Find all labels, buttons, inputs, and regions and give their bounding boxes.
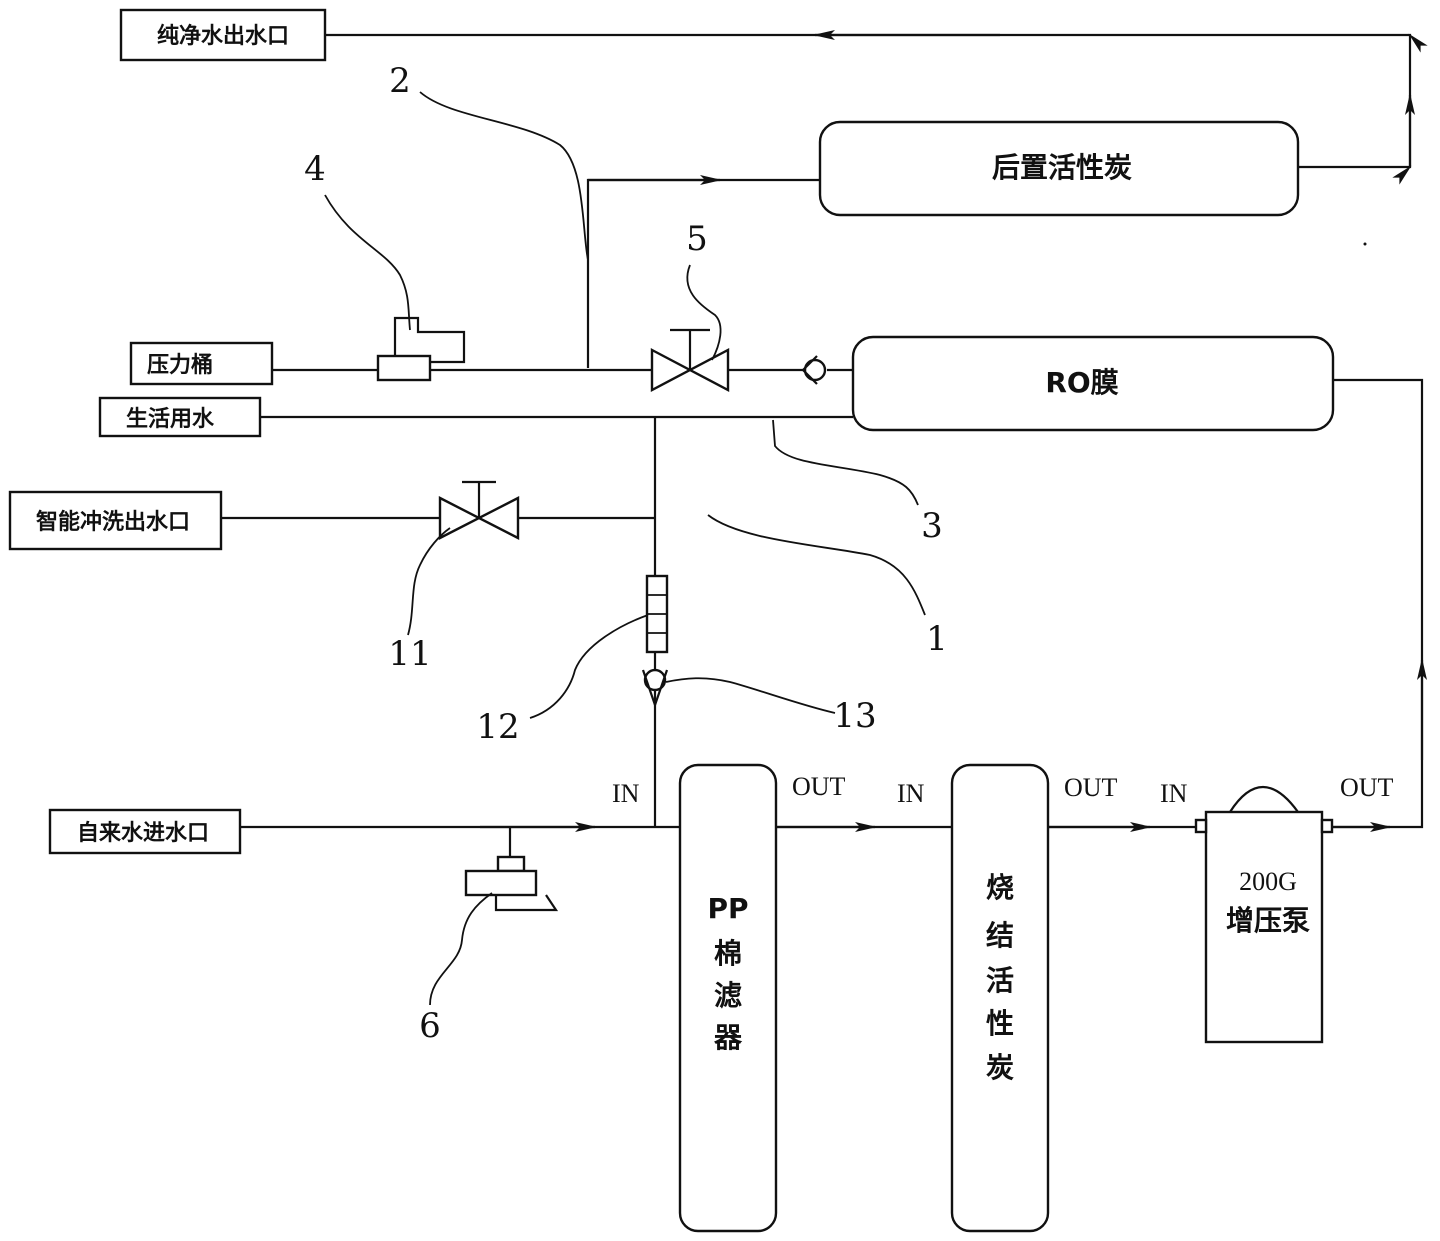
- domestic-water-box: 生活用水: [98, 396, 262, 438]
- pp-filter-char-3: 滤: [714, 979, 742, 1012]
- pp-out-label: OUT: [792, 772, 846, 801]
- valve-5: [650, 328, 730, 392]
- carbon-in-label: IN: [897, 779, 925, 808]
- valve-11: [438, 480, 520, 540]
- sintered-carbon-char-5: 炭: [986, 1051, 1014, 1084]
- pressure-tank-box: 压力桶: [129, 341, 274, 386]
- callout-11: 11: [388, 634, 431, 674]
- inlet-valve-6: [464, 827, 559, 912]
- post-activated-carbon: 后置活性炭: [818, 120, 1300, 217]
- pump-name-label: 增压泵: [1226, 904, 1310, 937]
- post-carbon-label: 后置活性炭: [992, 151, 1132, 184]
- callout-2: 2: [389, 61, 411, 101]
- sintered-carbon-char-2: 结: [986, 919, 1014, 952]
- sintered-activated-carbon: 烧 结 活 性 炭: [950, 763, 1050, 1233]
- pp-filter-char-1: PP: [707, 892, 748, 925]
- callout-12: 12: [476, 707, 519, 747]
- port-labels: IN OUT IN OUT IN OUT: [612, 772, 1394, 808]
- smart-flush-outlet-box: 智能冲洗出水口: [8, 490, 223, 551]
- ro-membrane: RO膜: [851, 335, 1335, 432]
- stray-dot: [1363, 242, 1367, 246]
- pump-in-label: IN: [1160, 779, 1188, 808]
- domestic-water-label: 生活用水: [126, 407, 215, 432]
- callout-5: 5: [686, 219, 708, 259]
- pressure-switch-4: [376, 316, 466, 382]
- sintered-carbon-char-4: 性: [986, 1007, 1014, 1040]
- smart-flush-outlet-label: 智能冲洗出水口: [36, 509, 190, 535]
- pp-filter-char-2: 棉: [714, 937, 742, 970]
- booster-pump: 200G 增压泵: [1194, 786, 1334, 1044]
- callout-3: 3: [921, 506, 943, 546]
- carbon-out-label: OUT: [1064, 773, 1118, 802]
- sintered-carbon-char-3: 活: [986, 964, 1014, 997]
- check-valve-13: [641, 668, 669, 709]
- callout-6: 6: [419, 1006, 441, 1046]
- callout-13: 13: [833, 696, 876, 736]
- flow-restrictor-12: [645, 574, 669, 654]
- tap-water-inlet-label: 自来水进水口: [77, 820, 209, 846]
- sintered-carbon-char-1: 烧: [986, 871, 1014, 904]
- pure-water-outlet-box: 纯净水出水口: [119, 8, 327, 62]
- callout-4: 4: [304, 149, 326, 189]
- tap-water-inlet-box: 自来水进水口: [48, 808, 242, 855]
- pressure-tank-label: 压力桶: [147, 353, 213, 378]
- pp-cotton-filter: PP 棉 滤 器: [678, 763, 778, 1233]
- check-valve-ro: [802, 355, 827, 385]
- callouts: 2 4 5 3 1 11 12 13 6: [304, 61, 948, 1046]
- pipelines: [221, 30, 1428, 832]
- ro-membrane-label: RO膜: [1045, 366, 1118, 399]
- pump-model-label: 200G: [1239, 867, 1297, 896]
- pump-out-label: OUT: [1340, 773, 1394, 802]
- callout-1: 1: [926, 619, 948, 659]
- pure-water-outlet-label: 纯净水出水口: [157, 23, 289, 49]
- pp-filter-char-4: 器: [713, 1021, 743, 1054]
- pp-in-label: IN: [612, 779, 640, 808]
